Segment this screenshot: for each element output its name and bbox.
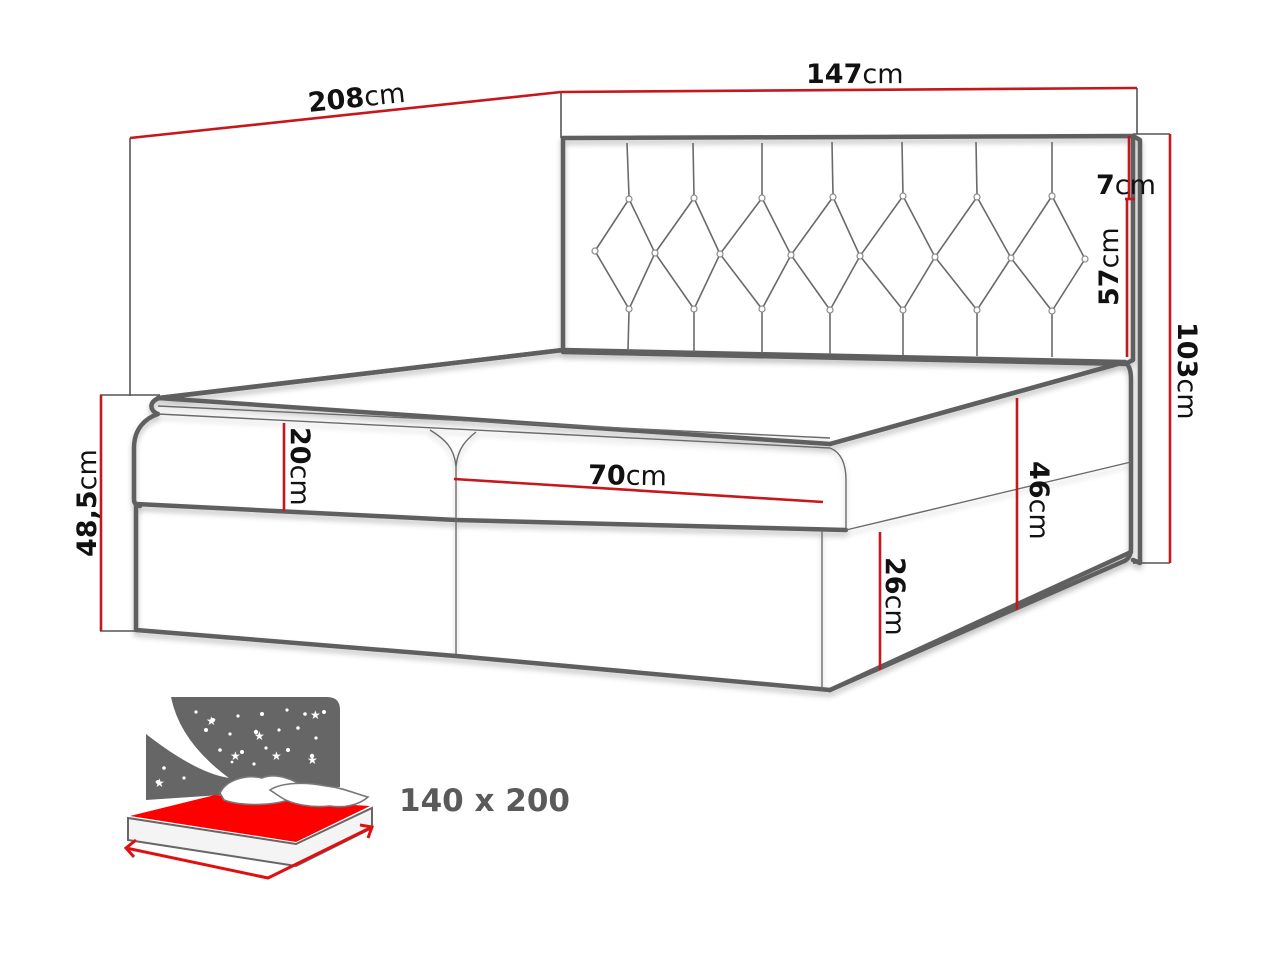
label-side-height: 46cm [1023, 461, 1054, 540]
extension-lines [100, 88, 1170, 632]
label-headboard-gap: 7cm [1096, 170, 1156, 201]
mattress-size-label: 140 x 200 [399, 783, 570, 819]
label-width: 147cm [806, 59, 904, 90]
stars-icon [156, 708, 326, 784]
dimension-lines [99, 86, 1172, 670]
dimline-width [560, 86, 1138, 94]
dimline-storage-width [453, 477, 824, 504]
svg-text:★: ★ [206, 714, 217, 728]
bed-with-night-sky-icon: ★ ★ ★ ★ ★ ★ ★ [123, 697, 375, 880]
label-bed-height: 48,5cm [72, 449, 103, 557]
svg-text:★: ★ [254, 729, 265, 743]
svg-text:★: ★ [310, 708, 321, 722]
label-headboard-panel: 57cm [1094, 227, 1125, 306]
svg-text:★: ★ [154, 776, 165, 790]
headboard-outline [560, 133, 1136, 367]
svg-text:★: ★ [271, 749, 282, 763]
label-upper-box: 20cm [284, 427, 315, 506]
label-storage-width: 70cm [588, 460, 667, 492]
svg-text:★: ★ [230, 749, 241, 763]
label-length: 208cm [306, 78, 406, 119]
bed-frame [131, 133, 1143, 693]
dimline-length [129, 90, 562, 140]
svg-text:★: ★ [307, 753, 318, 767]
tuft-buttons [591, 192, 1089, 315]
headboard-tufting [591, 141, 1089, 357]
label-base-height: 26cm [879, 557, 910, 636]
dimension-labels: 208cm 147cm 7cm 57cm 103cm 48,5cm 20cm 7… [72, 59, 1202, 636]
star-glyphs: ★ ★ ★ ★ ★ ★ ★ [154, 708, 321, 790]
label-total-height: 103cm [1171, 322, 1202, 420]
